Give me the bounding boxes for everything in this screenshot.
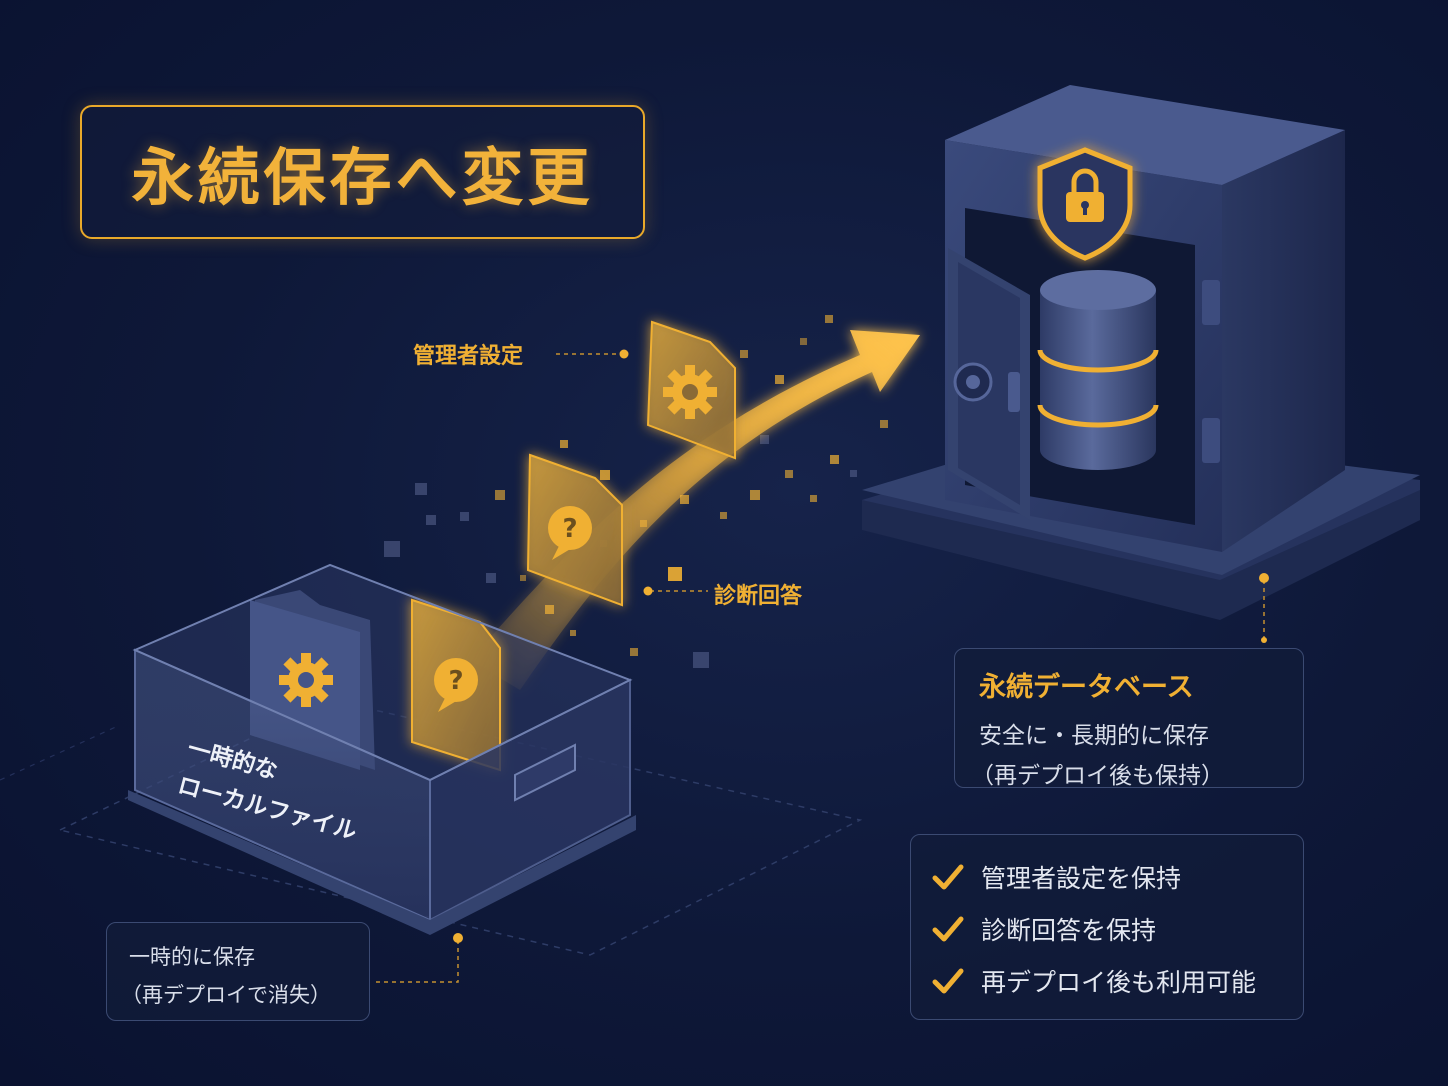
checklist-item-text: 管理者設定を保持 (981, 864, 1182, 893)
database-panel-line2: （再デプロイ後も保持） (971, 763, 1224, 789)
temp-note-line1: 一時的に保存 (129, 945, 255, 969)
temp-storage-note: 一時的に保存 （再デプロイで消失） (106, 922, 370, 1021)
checklist-item: 診断回答を保持 (931, 911, 1156, 947)
shield-lock-icon (1037, 147, 1133, 261)
database-panel: 永続データベース 安全に・長期的に保存 （再デプロイ後も保持） (954, 648, 1304, 789)
page-title: 永続保存へ変更 (131, 141, 594, 214)
checklist-item-text: 再デプロイ後も利用可能 (981, 968, 1257, 997)
checklist-item: 管理者設定を保持 (931, 859, 1181, 895)
local-box (128, 563, 636, 935)
gear-icon (663, 365, 717, 419)
check-icon (932, 916, 964, 942)
label-admin-settings: 管理者設定 (413, 344, 524, 369)
gear-icon (279, 653, 333, 707)
temp-note-line2: （再デプロイで消失） (121, 983, 331, 1007)
label-diagnosis-answers: 診断回答 (714, 584, 803, 609)
checklist-item-text: 診断回答を保持 (981, 916, 1157, 945)
svg-text:?: ? (562, 514, 577, 544)
checklist-item: 再デプロイ後も利用可能 (931, 963, 1256, 999)
question-bubble-icon: ? (548, 506, 592, 560)
check-icon (932, 968, 964, 994)
question-bubble-icon: ? (434, 658, 478, 712)
leader-lines (375, 353, 1265, 983)
arrow-icon (470, 330, 920, 690)
check-icon (932, 864, 964, 890)
database-icon (1037, 270, 1159, 470)
database-panel-line1: 安全に・長期的に保存 (979, 723, 1209, 749)
title-box: 永続保存へ変更 (80, 105, 645, 239)
database-panel-title: 永続データベース (979, 672, 1194, 703)
svg-text:?: ? (448, 666, 463, 696)
particles-dim (384, 435, 857, 668)
checklist-panel: 管理者設定を保持 診断回答を保持 再デプロイ後も利用可能 (910, 834, 1304, 1020)
